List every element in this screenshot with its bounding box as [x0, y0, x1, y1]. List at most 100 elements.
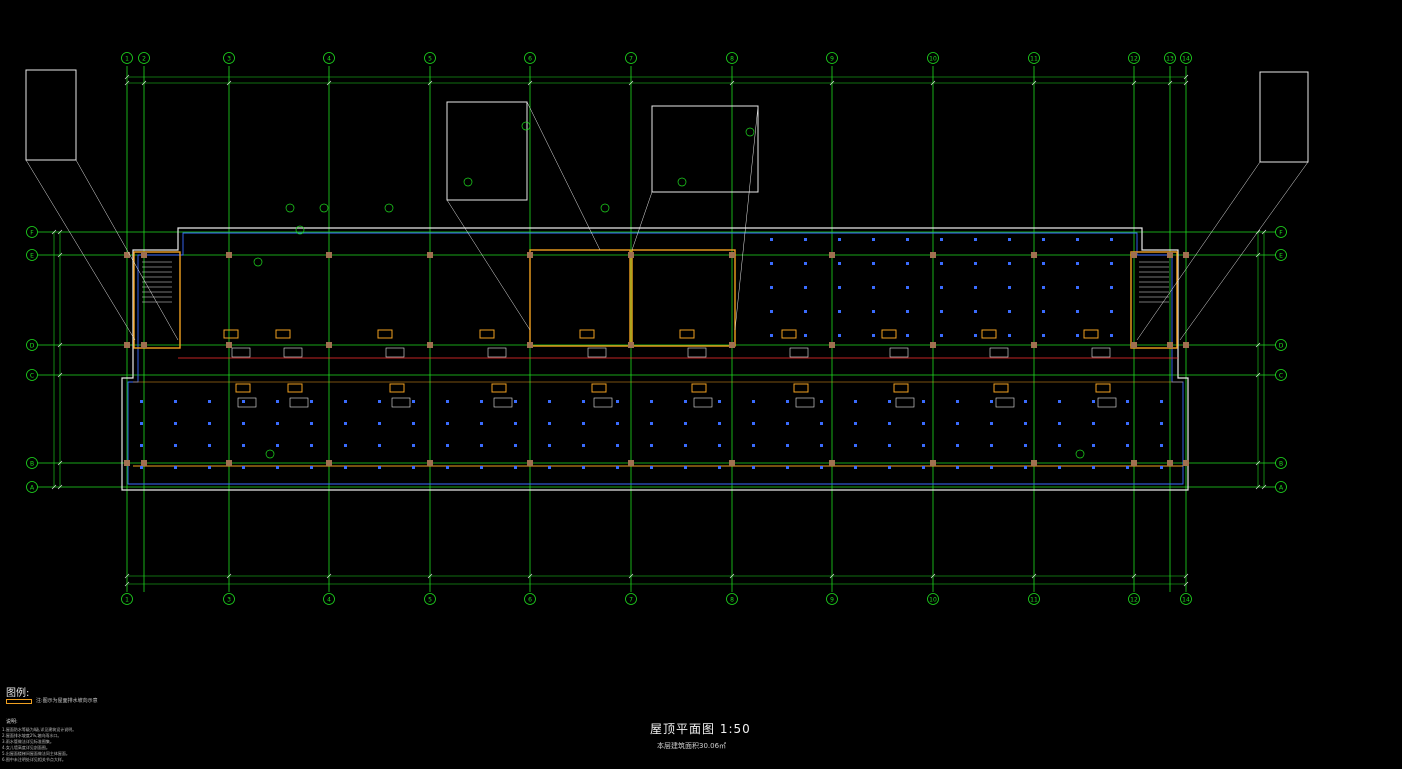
- dimension-tick: [729, 80, 735, 86]
- drain-dot: [1110, 286, 1113, 289]
- column: [124, 342, 130, 348]
- axis-label: 12: [1130, 56, 1138, 63]
- dimension-tick: [51, 229, 57, 235]
- column: [1183, 252, 1189, 258]
- vent-base: [795, 397, 815, 408]
- axis-label: 12: [1130, 597, 1138, 604]
- drain-dot: [1076, 238, 1079, 241]
- callout-leader: [25, 159, 136, 341]
- axis-label: 5: [428, 597, 432, 604]
- roof-vent: [591, 383, 607, 393]
- drain-dot: [140, 422, 143, 425]
- dimension-tick: [1031, 80, 1037, 86]
- axis-label: 6: [528, 56, 532, 63]
- note-item: 2.屋面排水坡度2%,坡向雨水口。: [2, 733, 62, 738]
- callout-leader: [1179, 161, 1309, 341]
- drain-dot: [906, 310, 909, 313]
- drain-dot: [1110, 310, 1113, 313]
- vent-base: [989, 347, 1009, 358]
- callout-leader: [1136, 161, 1261, 341]
- column: [729, 342, 735, 348]
- tag-bubble: [285, 203, 295, 213]
- drain-dot: [582, 400, 585, 403]
- drain-dot: [838, 310, 841, 313]
- vent-base: [231, 347, 251, 358]
- drain-dot: [906, 262, 909, 265]
- vent-base: [1091, 347, 1111, 358]
- drain-dot: [208, 466, 211, 469]
- dimension-tick: [1261, 484, 1267, 490]
- column: [628, 252, 634, 258]
- drain-dot: [412, 466, 415, 469]
- column: [141, 252, 147, 258]
- drain-dot: [804, 238, 807, 241]
- axis-label: D: [1279, 343, 1284, 350]
- axis-bubble: [26, 457, 38, 469]
- roof-vent: [235, 383, 251, 393]
- note-item: 3.雨水管做法详见标准图集。: [2, 739, 54, 744]
- drain-dot: [582, 444, 585, 447]
- drain-dot: [718, 466, 721, 469]
- drain-dot: [956, 400, 959, 403]
- drain-dot: [1160, 422, 1163, 425]
- legend-swatch: [6, 699, 32, 704]
- drain-dot: [718, 444, 721, 447]
- dimension-tick: [1261, 229, 1267, 235]
- drain-dot: [616, 400, 619, 403]
- drain-dot: [922, 400, 925, 403]
- drain-dot: [752, 422, 755, 425]
- drain-dot: [990, 444, 993, 447]
- drain-dot: [922, 444, 925, 447]
- drain-dot: [838, 286, 841, 289]
- axis-bubble: [26, 369, 38, 381]
- drain-dot: [208, 422, 211, 425]
- column: [930, 252, 936, 258]
- axis-bubble: [1128, 593, 1140, 605]
- drain-dot: [412, 444, 415, 447]
- dimension-tick: [829, 573, 835, 579]
- drain-dot: [1058, 466, 1061, 469]
- drain-dot: [1126, 400, 1129, 403]
- axis-bubble: [1275, 339, 1287, 351]
- dimension-tick: [326, 573, 332, 579]
- axis-label: 9: [830, 56, 834, 63]
- column: [1031, 342, 1037, 348]
- drain-dot: [616, 422, 619, 425]
- axis-bubble: [625, 593, 637, 605]
- dimension-tick: [57, 372, 63, 378]
- drain-dot: [770, 334, 773, 337]
- axis-bubble: [26, 226, 38, 238]
- axis-label: B: [1279, 461, 1283, 468]
- drain-dot: [276, 466, 279, 469]
- drain-dot: [242, 444, 245, 447]
- column: [1183, 342, 1189, 348]
- dimension-tick: [1031, 573, 1037, 579]
- column: [1183, 460, 1189, 466]
- drain-dot: [276, 422, 279, 425]
- drain-dot: [872, 262, 875, 265]
- vent-base: [995, 397, 1015, 408]
- axis-label: 13: [1166, 56, 1174, 63]
- drain-dot: [514, 400, 517, 403]
- axis-bubble: [223, 593, 235, 605]
- tag-bubble: [253, 257, 263, 267]
- detail-box: [1259, 71, 1309, 163]
- drain-dot: [140, 400, 143, 403]
- drain-dot: [718, 400, 721, 403]
- column: [930, 342, 936, 348]
- dimension-tick: [628, 80, 634, 86]
- drain-dot: [752, 466, 755, 469]
- drain-dot: [548, 444, 551, 447]
- axis-bubble: [1028, 593, 1040, 605]
- drain-dot: [1008, 286, 1011, 289]
- roof-vent: [781, 329, 797, 339]
- drain-dot: [1058, 422, 1061, 425]
- tag-bubble: [463, 177, 473, 187]
- drain-dot: [1024, 466, 1027, 469]
- dimension-tick: [57, 460, 63, 466]
- axis-label: 2: [142, 56, 146, 63]
- drain-dot: [446, 466, 449, 469]
- drain-dot: [956, 422, 959, 425]
- drain-dot: [956, 466, 959, 469]
